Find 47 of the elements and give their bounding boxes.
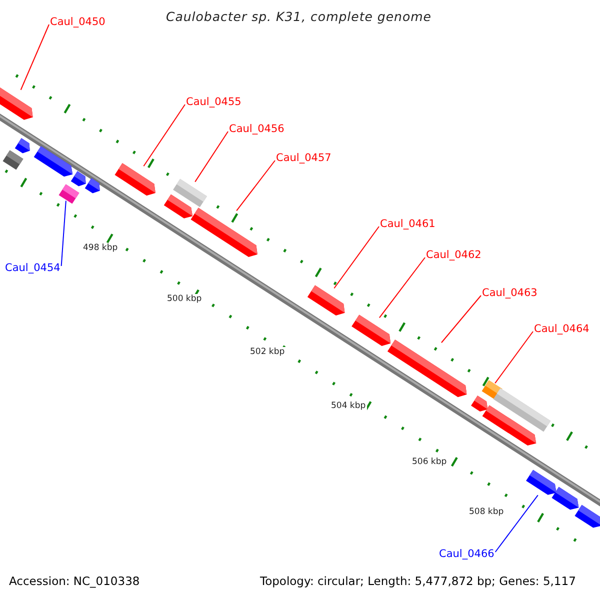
- leader-line: [194, 131, 228, 182]
- gene-feature: [84, 178, 100, 194]
- gene-feature: [190, 208, 258, 258]
- leader-line: [60, 200, 66, 266]
- gene-label: Caul_0455: [186, 97, 242, 108]
- leader-line: [378, 257, 426, 318]
- gene-feature: [164, 194, 193, 218]
- gene-feature: [307, 285, 345, 316]
- gene-label: Caul_0456: [229, 124, 284, 134]
- gene-feature: [552, 486, 579, 510]
- gene-label: Caul_0457: [276, 153, 332, 164]
- gene-label: Caul_0454: [5, 263, 60, 274]
- scale-label: 502 kbp: [249, 347, 286, 358]
- gene-label: Caul_0464: [534, 324, 590, 334]
- gene-feature: [352, 314, 391, 346]
- scale-label: 504 kbp: [330, 401, 367, 412]
- gene-label: Caul_0461: [380, 219, 436, 230]
- leader-line: [494, 331, 534, 384]
- gene-feature: [0, 86, 33, 120]
- gene-feature: [14, 138, 30, 154]
- accession-text: Accession: NC_010338: [9, 576, 140, 588]
- gene-feature: [471, 396, 488, 412]
- genome-summary-text: Topology: circular; Length: 5,477,872 bp; Genes: 5,117: [260, 576, 576, 588]
- map-title: Caulobacter sp. K31, complete genome: [166, 11, 432, 24]
- gene-feature: [574, 504, 600, 528]
- gene-label: Caul_0462: [426, 250, 482, 260]
- gene-block: [2, 150, 24, 170]
- gene-label: Caul_0463: [482, 288, 538, 298]
- leader-line: [494, 494, 538, 552]
- leader-line: [143, 104, 186, 167]
- scale-label: 506 kbp: [411, 457, 448, 468]
- leader-line: [440, 295, 482, 344]
- gene-feature: [70, 171, 86, 186]
- leader-line: [236, 160, 276, 212]
- gene-label: Caul_0466: [439, 549, 494, 560]
- gene-feature: [114, 163, 156, 196]
- gene-feature: [34, 146, 73, 177]
- scale-label: 500 kbp: [166, 294, 203, 304]
- gene-label: Caul_0450: [50, 17, 106, 28]
- scale-label: 508 kbp: [468, 507, 505, 518]
- leader-line: [334, 226, 380, 289]
- gene-feature: [526, 470, 556, 495]
- gene-block: [493, 388, 551, 432]
- gene-feature: [387, 340, 467, 398]
- leader-line: [20, 24, 50, 90]
- gene-block: [58, 184, 80, 204]
- scale-label: 498 kbp: [82, 243, 119, 254]
